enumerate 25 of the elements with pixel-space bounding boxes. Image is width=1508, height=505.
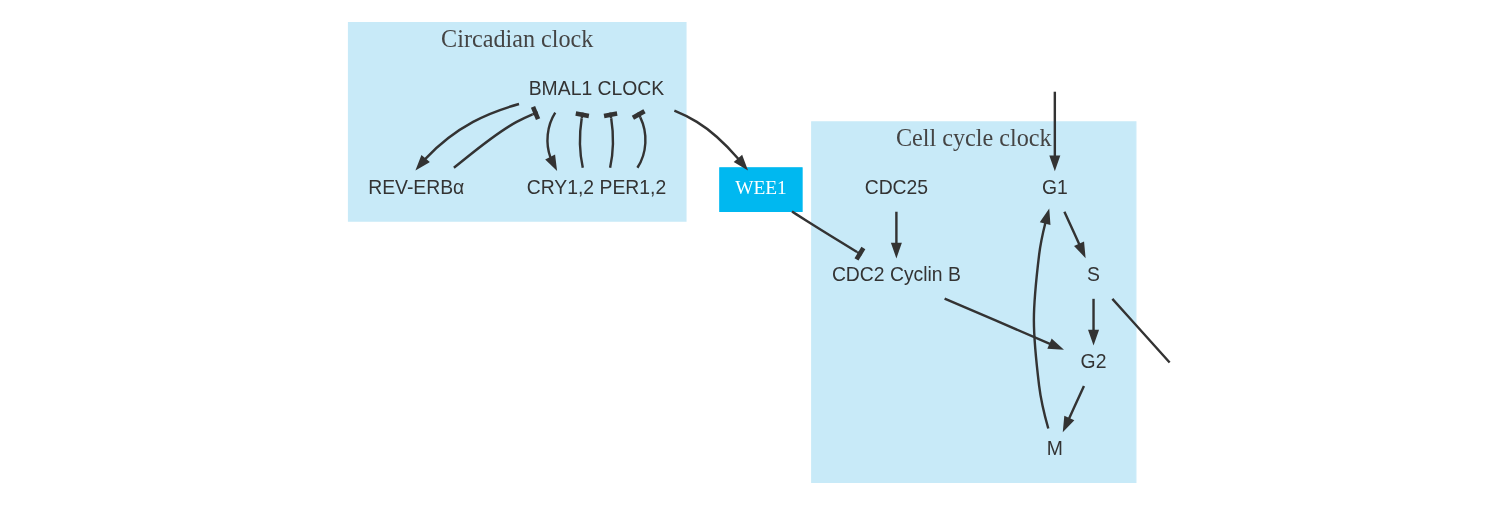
- connector: [790, 210, 865, 261]
- node-text: M: [1046, 437, 1063, 460]
- arrow: [544, 112, 557, 172]
- connector: [603, 111, 618, 168]
- arrow: [1062, 385, 1085, 433]
- node-text: G1: [1041, 176, 1068, 199]
- node-text: REV-ERBα: [367, 176, 464, 199]
- connector: [574, 111, 589, 168]
- node-text: CRY1,2 PER1,2: [526, 176, 666, 199]
- connector: [631, 109, 647, 169]
- node-text: CDC25: [864, 176, 928, 199]
- node-text: CDC2 Cyclin B: [831, 263, 961, 286]
- arrow: [414, 102, 519, 171]
- connector: [452, 106, 540, 169]
- arrow: [1087, 298, 1099, 346]
- arrow: [1048, 91, 1060, 172]
- arrow: [943, 297, 1064, 350]
- arrow: [1032, 208, 1050, 429]
- node-text: S: [1086, 263, 1100, 286]
- connector: [1110, 298, 1171, 364]
- node-box: WEE1: [718, 167, 803, 212]
- arrow: [890, 211, 902, 259]
- node-text: G2: [1080, 350, 1106, 373]
- node-text: BMAL1 CLOCK: [528, 77, 664, 100]
- arrow: [1062, 211, 1086, 259]
